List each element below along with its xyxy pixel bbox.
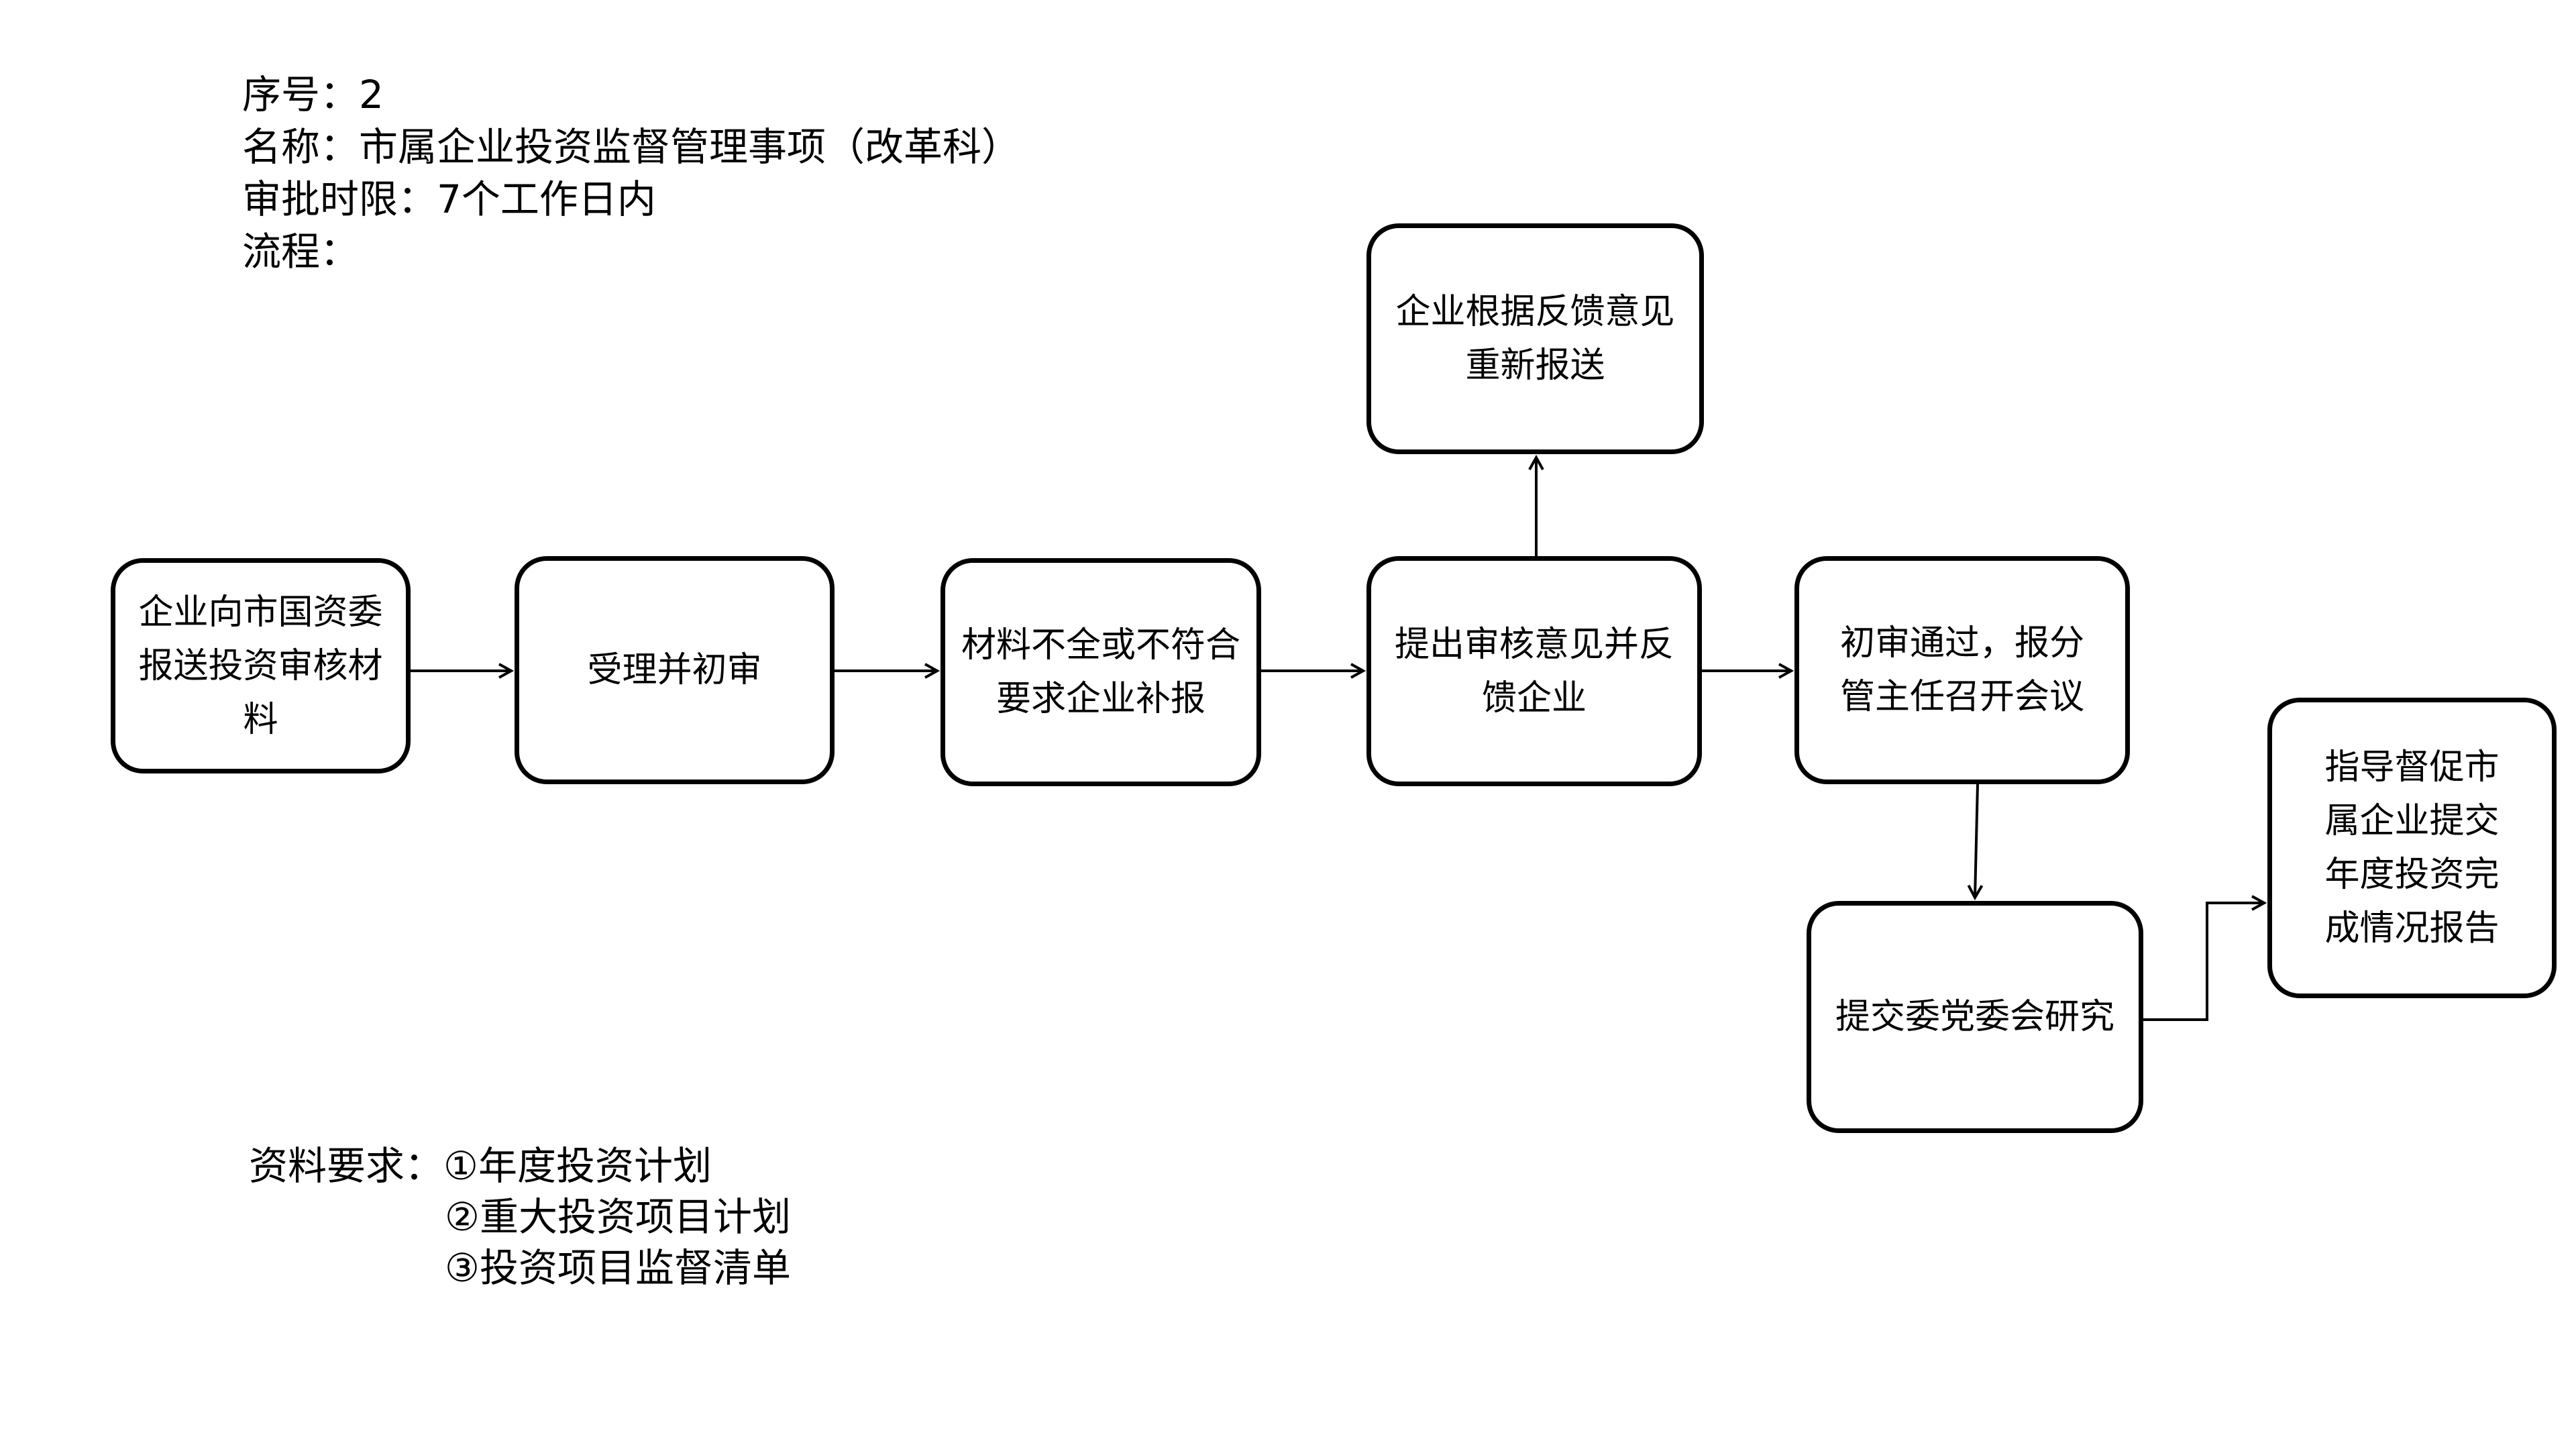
node-initial-review-passed: 初审通过，报分 管主任召开会议 <box>1794 556 2130 784</box>
node-supervise-line-2: 属企业提交 <box>2324 801 2500 841</box>
node-submit-line-3: 料 <box>243 699 278 740</box>
node-supervise-report: 指导督促市 属企业提交 年度投资完 成情况报告 <box>2267 698 2557 998</box>
materials-item-2: ②重大投资项目计划 <box>445 1194 791 1240</box>
materials-requirements: 资料要求：①年度投资计划 ②重大投资项目计划 ③投资项目监督清单 <box>249 1140 791 1293</box>
node-incomplete-line-2: 要求企业补报 <box>996 679 1205 719</box>
node-review-opinion: 提出审核意见并反 馈企业 <box>1366 556 1702 786</box>
node-accept-review: 受理并初审 <box>515 556 835 784</box>
node-resubmit-line-2: 重新报送 <box>1465 345 1605 386</box>
materials-label: 资料要求： <box>249 1143 444 1189</box>
node-submit-materials: 企业向市国资委 报送投资审核材 料 <box>111 558 411 773</box>
node-accept-line-1: 受理并初审 <box>587 650 762 690</box>
arrow-passed-to-committee <box>1975 784 1978 898</box>
item-name: 名称：市属企业投资监督管理事项（改革科） <box>242 124 1021 170</box>
node-submit-line-1: 企业向市国资委 <box>138 592 383 633</box>
node-committee-study: 提交委党委会研究 <box>1807 901 2143 1133</box>
process-label: 流程： <box>242 229 360 274</box>
materials-item-3: ③投资项目监督清单 <box>445 1245 791 1291</box>
node-supervise-line-3: 年度投资完 <box>2324 855 2500 895</box>
node-opinion-line-1: 提出审核意见并反 <box>1394 624 1674 665</box>
node-passed-line-2: 管主任召开会议 <box>1839 677 2084 717</box>
node-committee-line-1: 提交委党委会研究 <box>1835 997 2114 1037</box>
materials-item-1: ①年度投资计划 <box>443 1143 712 1189</box>
approval-time-limit: 审批时限：7个工作日内 <box>242 176 656 222</box>
node-submit-line-2: 报送投资审核材 <box>138 645 383 686</box>
node-incomplete-materials: 材料不全或不符合 要求企业补报 <box>941 558 1261 786</box>
node-supervise-line-1: 指导督促市 <box>2324 747 2500 788</box>
header-block: 序号：2 名称：市属企业投资监督管理事项（改革科） 审批时限：7个工作日内 流程… <box>242 68 1020 278</box>
node-incomplete-line-1: 材料不全或不符合 <box>961 625 1240 665</box>
node-opinion-line-2: 馈企业 <box>1481 678 1587 718</box>
node-passed-line-1: 初审通过，报分 <box>1839 623 2084 663</box>
arrow-committee-to-supervise <box>2143 903 2264 1021</box>
serial-number: 序号：2 <box>242 72 384 117</box>
node-resubmit-line-1: 企业根据反馈意见 <box>1395 292 1675 332</box>
node-supervise-line-4: 成情况报告 <box>2324 908 2500 949</box>
node-resubmit: 企业根据反馈意见 重新报送 <box>1366 223 1704 454</box>
